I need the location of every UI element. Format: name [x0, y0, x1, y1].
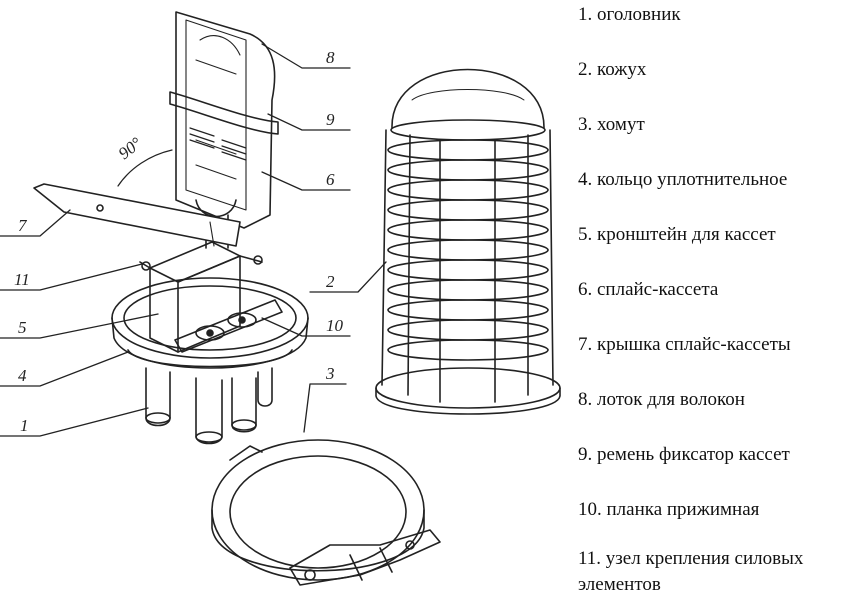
legend-item-7: 7. крышка сплайс-кассеты — [578, 334, 791, 355]
callout-5: 5 — [18, 318, 27, 337]
angle-label: 90° — [115, 133, 146, 163]
callout-11: 11 — [14, 270, 30, 289]
base-drawing — [111, 277, 309, 445]
bracket-drawing — [139, 241, 283, 353]
legend-item-2: 2. кожух — [578, 59, 647, 80]
clamp-drawing — [211, 439, 441, 586]
callout-2: 2 — [326, 272, 335, 291]
callout-10: 10 — [326, 316, 344, 335]
legend-item-8: 8. лоток для волокон — [578, 389, 745, 410]
callout-3: 3 — [325, 364, 335, 383]
callout-6: 6 — [326, 170, 335, 189]
legend-item-6: 6. сплайс-кассета — [578, 279, 719, 300]
legend-item-1: 1. оголовник — [578, 4, 681, 25]
cassette-cover-drawing — [33, 183, 241, 247]
legend-item-5: 5. кронштейн для кассет — [578, 224, 776, 245]
legend-item-9: 9. ремень фиксатор кассет — [578, 444, 790, 465]
legend-item-3: 3. хомут — [578, 114, 645, 135]
leader-lines — [0, 43, 387, 437]
assembly-drawing: 8 9 6 2 10 3 7 11 5 4 1 90° — [0, 11, 561, 586]
callout-7: 7 — [18, 216, 28, 235]
callout-8: 8 — [326, 48, 335, 67]
shell-drawing — [375, 68, 561, 415]
callout-4: 4 — [18, 366, 27, 385]
callout-1: 1 — [20, 416, 29, 435]
legend-item-10: 10. планка прижимная — [578, 499, 760, 520]
callout-9: 9 — [326, 110, 335, 129]
legend-item-4: 4. кольцо уплотнительное — [578, 169, 788, 190]
legend-item-11-cont: элементов — [578, 574, 661, 595]
legend-item-11: 11. узел крепления силовых — [578, 548, 804, 569]
angle-arc — [117, 149, 173, 187]
